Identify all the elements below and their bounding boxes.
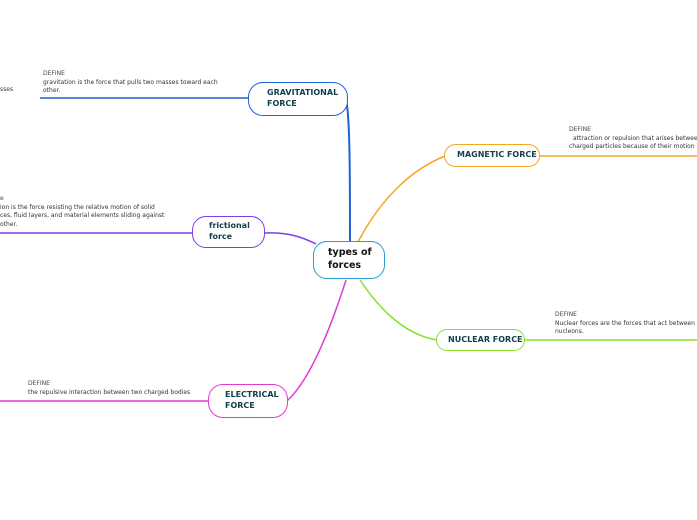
connector-nuclear	[359, 279, 438, 341]
connector-gravitational	[345, 99, 351, 243]
branch-electrical-line-2: FORCE	[225, 401, 255, 410]
note-gravitational-clipped-text: sses	[0, 86, 14, 93]
note-magnetic-heading: DEFINE	[569, 126, 591, 133]
branch-electrical-line-1: ELECTRICAL	[225, 390, 279, 400]
branch-gravitational-line-2: FORCE	[267, 99, 297, 108]
central-topic-line-2: forces	[328, 260, 362, 271]
note-frictional-line-2: ces, fluid layers, and material elements…	[0, 212, 165, 220]
note-electrical-heading: DEFINE	[28, 380, 50, 387]
branch-frictional[interactable]: frictional force	[192, 216, 265, 248]
branch-nuclear-label: NUCLEAR FORCE	[448, 334, 523, 344]
note-magnetic: DEFINE attraction or repulsion that aris…	[569, 126, 697, 152]
connector-electrical	[286, 279, 347, 402]
branch-gravitational[interactable]: GRAVITATIONAL FORCE	[248, 82, 348, 116]
branch-nuclear[interactable]: NUCLEAR FORCE	[436, 329, 525, 351]
branch-electrical[interactable]: ELECTRICAL FORCE	[208, 384, 288, 418]
note-gravitational: DEFINE gravitation is the force that pul…	[43, 70, 218, 96]
note-magnetic-line-1: attraction or repulsion that arises betw…	[573, 134, 697, 142]
note-frictional-line-3: other.	[0, 221, 18, 229]
branch-magnetic-label: MAGNETIC FORCE	[457, 150, 537, 160]
note-magnetic-line-2: charged particles because of their motio…	[569, 143, 695, 151]
note-frictional: e ion is the force resisting the relativ…	[0, 195, 164, 230]
note-nuclear-heading: DEFINE	[555, 311, 577, 318]
note-nuclear-line-1: Nuclear forces are the forces that act b…	[555, 319, 697, 327]
note-gravitational-line-2: other.	[43, 87, 61, 95]
branch-gravitational-line-1: GRAVITATIONAL	[267, 88, 339, 98]
note-gravitational-clipped: sses	[0, 86, 13, 95]
note-nuclear: DEFINE Nuclear forces are the forces tha…	[555, 311, 697, 337]
note-frictional-heading: e	[0, 195, 4, 202]
central-topic[interactable]: types of forces	[313, 241, 385, 279]
note-electrical: DEFINE the repulsive interaction between…	[28, 380, 190, 397]
connector-magnetic	[357, 155, 446, 243]
branch-magnetic[interactable]: MAGNETIC FORCE	[444, 144, 540, 167]
branch-frictional-line-2: force	[209, 232, 233, 241]
note-gravitational-line-1: gravitation is the force that pulls two …	[43, 78, 218, 86]
note-frictional-line-1: ion is the force resisting the relative …	[0, 203, 155, 211]
note-electrical-text: the repulsive interaction between two ch…	[28, 388, 191, 396]
connector-frictional	[264, 232, 317, 245]
note-nuclear-line-2: nucleons.	[555, 328, 584, 336]
central-topic-line-1: types of	[328, 247, 372, 259]
note-gravitational-heading: DEFINE	[43, 70, 65, 77]
branch-frictional-line-1: frictional	[209, 221, 250, 231]
